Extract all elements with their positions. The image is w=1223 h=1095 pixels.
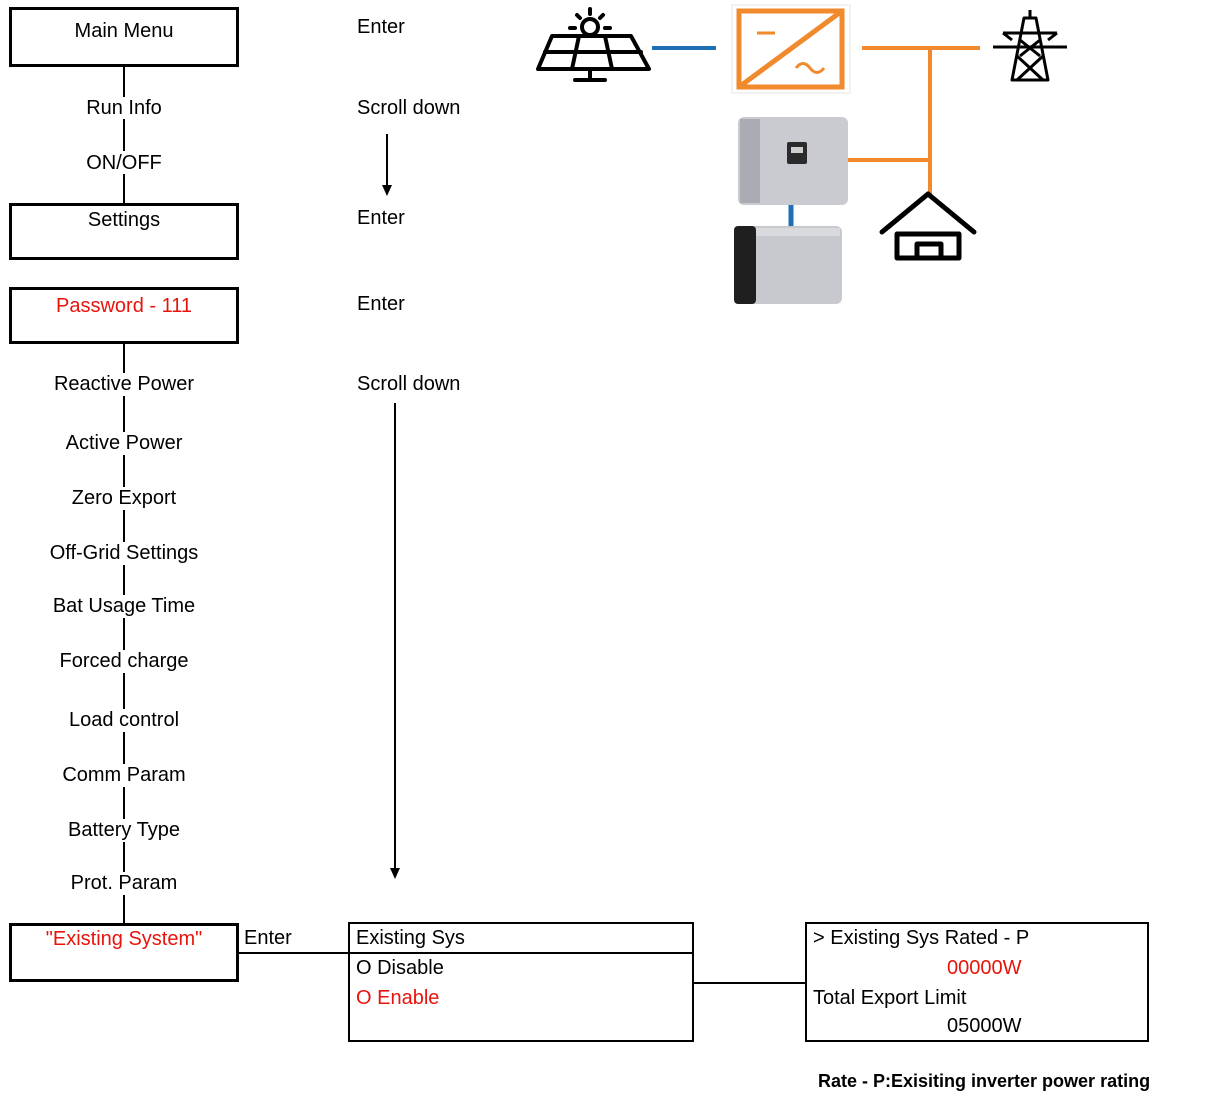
connector-line [123,396,125,432]
existing-sys-panel: Existing Sys O Disable O Enable [348,922,694,1042]
inverter-icon [731,4,851,94]
scroll-down-note: Scroll down [357,373,461,395]
disable-option[interactable]: O Disable [356,957,444,979]
connector-line [123,673,125,709]
load-control-item[interactable]: Load control [68,709,180,731]
scroll-down-arrowhead [382,185,392,196]
battery-type-item[interactable]: Battery Type [68,819,180,841]
main-menu-label: Main Menu [74,20,174,42]
panel-divider [350,952,692,954]
connector-line [123,565,125,595]
password-box[interactable]: Password - 111 [9,287,239,344]
active-power-item[interactable]: Active Power [65,432,183,454]
connector-line [123,895,125,923]
rated-p-value[interactable]: 00000W [947,957,1022,979]
existing-system-box[interactable]: "Existing System" [9,923,239,982]
battery-icon [734,226,842,304]
password-label: Password - 111 [56,295,192,317]
existing-system-label: "Existing System" [45,928,203,950]
comm-param-item[interactable]: Comm Param [62,764,186,786]
rated-panel: > Existing Sys Rated - P 00000W Total Ex… [805,922,1149,1042]
connector-line [123,787,125,819]
solar-panel-icon [536,7,651,82]
export-limit-value[interactable]: 05000W [947,1015,1022,1037]
connector-line [123,732,125,764]
house-icon [879,191,977,261]
connector-line [123,842,125,872]
prot-param-item[interactable]: Prot. Param [70,872,178,894]
scroll-down-note: Scroll down [357,97,461,119]
enter-note: Enter [244,927,292,949]
connector-line [123,344,125,373]
rated-p-label: > Existing Sys Rated - P [813,927,1030,949]
export-limit-label: Total Export Limit [813,987,967,1009]
connector-line [239,952,349,954]
forced-charge-item[interactable]: Forced charge [59,650,189,672]
connector-line [123,618,125,650]
scroll-down-arrow [386,134,388,186]
enter-note: Enter [357,16,405,38]
enter-note: Enter [357,207,405,229]
scroll-down-arrow [394,403,396,869]
settings-label: Settings [87,209,161,231]
scroll-down-arrowhead [390,868,400,879]
connector-line [123,174,125,203]
zero-export-item[interactable]: Zero Export [71,487,177,509]
transmission-tower-icon [993,10,1067,82]
footnote: Rate - P:Exisiting inverter power rating [818,1071,1151,1091]
existing-sys-title: Existing Sys [356,927,465,949]
main-menu-box[interactable]: Main Menu [9,7,239,67]
connector-line [123,67,125,97]
enable-option[interactable]: O Enable [356,987,440,1009]
on-off-item[interactable]: ON/OFF [86,152,162,174]
hybrid-inverter-icon [738,117,848,205]
settings-box[interactable]: Settings [9,203,239,260]
connector-line [123,119,125,151]
connector-line [123,455,125,487]
reactive-power-item[interactable]: Reactive Power [53,373,195,395]
run-info-item[interactable]: Run Info [86,97,162,119]
bat-usage-time-item[interactable]: Bat Usage Time [52,595,196,617]
connector-line [123,510,125,542]
off-grid-settings-item[interactable]: Off-Grid Settings [49,542,199,564]
enter-note: Enter [357,293,405,315]
connector-line [694,982,806,984]
system-diagram [0,0,1223,320]
